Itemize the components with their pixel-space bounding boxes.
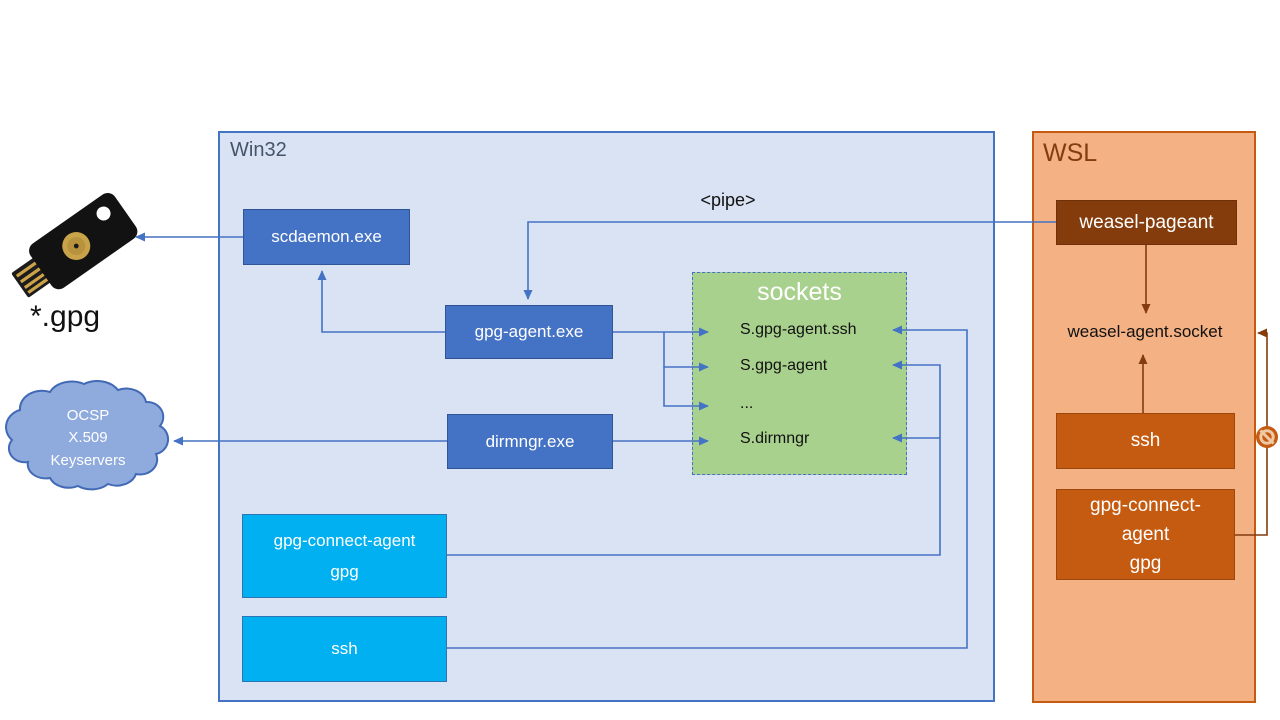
- wsl-ssh-label: ssh: [1130, 430, 1161, 452]
- wsl-gpg-connect-agent-box: gpg-connect- agent gpg: [1056, 489, 1235, 580]
- usb-security-key-icon: [11, 193, 138, 298]
- gpg-agent-box: gpg-agent.exe: [445, 305, 613, 359]
- win32-title: Win32: [230, 139, 287, 161]
- socket-item-gpg-agent-ssh: S.gpg-agent.ssh: [740, 321, 857, 338]
- no-entry-icon: [1256, 426, 1278, 448]
- gpg-files-label: *.gpg: [30, 300, 101, 333]
- cloud-label-keyservers: Keyservers: [50, 452, 126, 469]
- weasel-pageant-box: weasel-pageant: [1056, 200, 1237, 245]
- socket-item-gpg-agent: S.gpg-agent: [740, 357, 828, 374]
- gpg-label: gpg: [330, 562, 359, 581]
- cloud-label-ocsp: OCSP: [66, 407, 110, 424]
- wsl-gpg-connect-label-2: agent: [1121, 524, 1170, 545]
- win32-ssh-box: ssh: [242, 616, 447, 682]
- dirmngr-label: dirmngr.exe: [485, 431, 575, 451]
- wsl-gpg-connect-label-1: gpg-connect-: [1090, 495, 1201, 516]
- wsl-gpg-connect-label-3: gpg: [1129, 553, 1162, 574]
- wsl-ssh-box: ssh: [1056, 413, 1235, 469]
- pipe-label: <pipe>: [700, 190, 756, 210]
- weasel-pageant-label: weasel-pageant: [1079, 211, 1214, 233]
- gpg-connect-agent-label: gpg-connect-agent: [273, 531, 416, 550]
- dirmngr-box: dirmngr.exe: [447, 414, 613, 469]
- socket-item-dirmngr: S.dirmngr: [740, 430, 810, 447]
- win32-ssh-label: ssh: [331, 639, 358, 659]
- win32-gpg-connect-agent-box: gpg-connect-agent gpg: [242, 514, 447, 598]
- sockets-title: sockets: [757, 278, 842, 306]
- wsl-title: WSL: [1043, 139, 1098, 167]
- socket-item-ellipsis: ...: [740, 395, 754, 412]
- scdaemon-box: scdaemon.exe: [243, 209, 410, 265]
- cloud-label-x509: X.509: [68, 429, 108, 446]
- scdaemon-label: scdaemon.exe: [271, 227, 382, 247]
- weasel-agent-socket-label: weasel-agent.socket: [1067, 322, 1223, 341]
- gpg-agent-label: gpg-agent.exe: [474, 322, 584, 342]
